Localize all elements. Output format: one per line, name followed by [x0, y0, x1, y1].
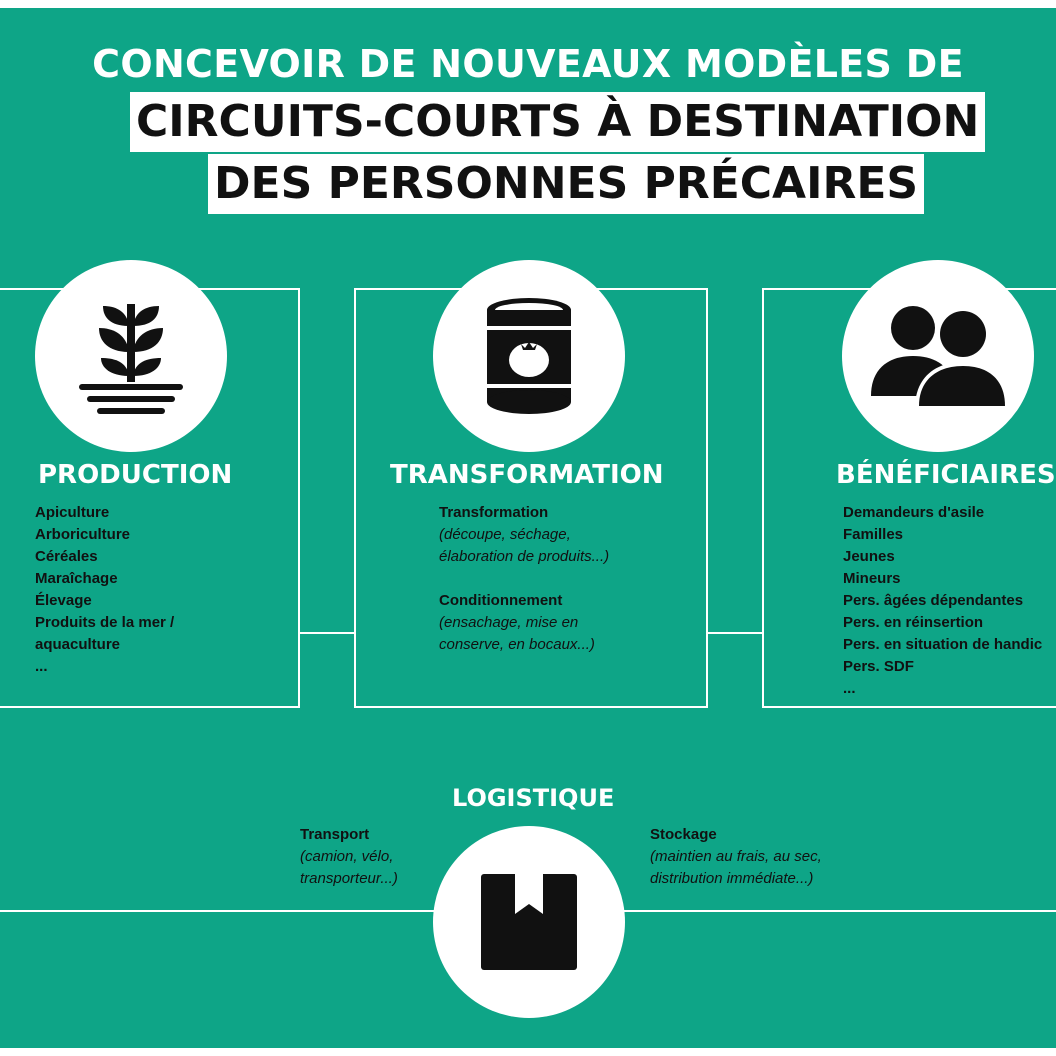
beneficiaires-list: Demandeurs d'asile Familles Jeunes Mineu…: [843, 502, 1042, 700]
list-item: Pers. en réinsertion: [843, 614, 984, 631]
list-item: Maraîchage: [35, 570, 118, 587]
title-line-1: CONCEVOIR DE NOUVEAUX MODÈLES DE: [92, 42, 964, 86]
tomato-can-icon: [487, 298, 571, 414]
connector-production-transformation: [300, 632, 354, 634]
transport-block: Transport (camion, vélo, transporteur...…: [300, 824, 398, 890]
stockage-block: Stockage (maintien au frais, au sec, dis…: [650, 824, 822, 890]
title-line-3: DES PERSONNES PRÉCAIRES: [208, 154, 925, 214]
list-item: Apiculture: [35, 504, 110, 521]
stockage-title: Stockage: [650, 826, 717, 843]
stockage-desc: (maintien au frais, au sec,: [650, 848, 822, 865]
stockage-desc: distribution immédiate...): [650, 870, 814, 887]
transformation-title: Transformation: [439, 504, 549, 521]
transformation-block: Transformation (découpe, séchage, élabor…: [439, 502, 609, 568]
list-item: ...: [843, 680, 856, 697]
logistique-heading: LOGISTIQUE: [452, 784, 615, 812]
list-item: Arboriculture: [35, 526, 131, 543]
beneficiaires-heading: BÉNÉFICIAIRES: [836, 460, 1056, 490]
list-item: Mineurs: [843, 570, 901, 587]
transport-desc: transporteur...): [300, 870, 398, 887]
transformation-circle: [433, 260, 625, 452]
conditionnement-title: Conditionnement: [439, 592, 563, 609]
list-item: Pers. âgées dépendantes: [843, 592, 1024, 609]
conditionnement-block: Conditionnement (ensachage, mise en cons…: [439, 590, 595, 656]
list-item: Jeunes: [843, 548, 895, 565]
list-item: Pers. en situation de handic: [843, 636, 1043, 653]
people-icon: [871, 306, 1009, 408]
list-item: Élevage: [35, 592, 92, 609]
transport-title: Transport: [300, 826, 370, 843]
production-circle: [35, 260, 227, 452]
transport-desc: (camion, vélo,: [300, 848, 394, 865]
transformation-heading: TRANSFORMATION: [390, 460, 664, 490]
conditionnement-desc: conserve, en bocaux...): [439, 636, 595, 653]
transformation-desc: élaboration de produits...): [439, 548, 610, 565]
transformation-desc: (découpe, séchage,: [439, 526, 571, 543]
list-item: aquaculture: [35, 636, 121, 653]
list-item: Céréales: [35, 548, 98, 565]
list-item: Produits de la mer /: [35, 614, 175, 631]
beneficiaires-circle: [842, 260, 1034, 452]
list-item: Pers. SDF: [843, 658, 914, 675]
list-item: Demandeurs d'asile: [843, 504, 985, 521]
logistique-circle: [433, 826, 625, 1018]
production-list: Apiculture Arboriculture Céréales Maraîc…: [35, 502, 174, 678]
plant-sprout-icon: [79, 304, 183, 414]
title-line-2: CIRCUITS-COURTS À DESTINATION: [130, 92, 986, 152]
diagram-canvas: CONCEVOIR DE NOUVEAUX MODÈLES DE CIRCUIT…: [0, 8, 1056, 1048]
box-icon: [481, 874, 577, 970]
connector-transformation-beneficiaires: [708, 632, 762, 634]
production-heading: PRODUCTION: [38, 460, 233, 490]
list-item: ...: [35, 658, 48, 675]
conditionnement-desc: (ensachage, mise en: [439, 614, 579, 631]
list-item: Familles: [843, 526, 904, 543]
